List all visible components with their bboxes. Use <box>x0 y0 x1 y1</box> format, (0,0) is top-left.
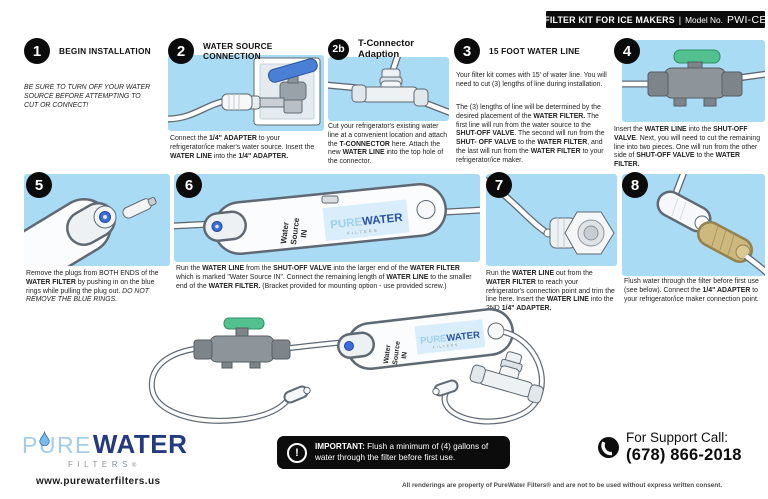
water-source-connection-illustration <box>165 55 324 136</box>
step-2-instructions: Connect the 1/4" ADAPTER to your refrige… <box>170 135 315 160</box>
step-4-number-badge: 4 <box>614 38 640 64</box>
support-call-label: For Support Call: <box>626 430 729 445</box>
plug-icon <box>122 196 157 219</box>
shut-off-valve-icon <box>267 58 318 114</box>
step-2b-number-badge: 2b <box>328 38 349 60</box>
svg-text:FILTERS: FILTERS <box>347 228 379 236</box>
logo-pure-text: PURE <box>22 432 92 458</box>
filter-label-in: IN <box>401 351 409 359</box>
step-1-number-badge: 1 <box>24 38 50 64</box>
support-phone-number: (678) 866-2018 <box>626 445 742 464</box>
t-connector-icon <box>351 68 429 107</box>
step-2-number-badge: 2 <box>168 38 194 64</box>
green-handle-icon <box>673 49 721 64</box>
quarter-inch-adapter-icon <box>549 211 615 255</box>
step-7-number-badge: 7 <box>486 172 512 198</box>
filter-label-water: Water <box>383 344 392 364</box>
website-url: www.purewaterfilters.us <box>36 476 161 487</box>
step-5-number-badge: 5 <box>26 172 52 198</box>
logo-filters-text: FILTERS® <box>68 460 137 469</box>
step-3-instructions-2: The (3) lengths of line will be determin… <box>456 104 605 164</box>
water-line-tube-icon <box>165 97 227 123</box>
step-3-title: 15 FOOT WATER LINE <box>489 46 581 56</box>
shut-off-valve-icon <box>193 317 291 369</box>
important-notice-text: IMPORTANT: Flush a minimum of (4) gallon… <box>315 441 489 462</box>
purewater-filters-logo: PURE WATER FILTERS® www.purewaterfilters… <box>22 429 238 487</box>
shut-off-valve-icon <box>647 49 743 107</box>
phone-icon <box>598 437 619 463</box>
svg-text:FILTERS: FILTERS <box>433 343 460 350</box>
logo-water-text: WATER <box>92 429 188 459</box>
water-line-loop-right-icon <box>432 329 545 425</box>
step-2-title: WATER SOURCE CONNECTION <box>203 41 273 61</box>
step-4-instructions: Insert the WATER LINE into the SHUT-OFF … <box>614 126 761 169</box>
filter-label-in: IN <box>299 229 309 238</box>
water-filter-icon: Water Source IN PUREWATER FILTERS <box>337 308 514 370</box>
blue-ring-icon <box>344 341 354 351</box>
blue-handle-icon <box>267 58 318 83</box>
step-6-instructions: Run the WATER LINE from the SHUT-OFF VAL… <box>176 265 472 290</box>
step-2b-instructions: Cut your refrigerator's existing water l… <box>328 123 448 166</box>
step-2b-title: T-Connector Adaption <box>358 38 414 60</box>
header-bar: FILTER KIT FOR ICE MAKERS | Model No. PW… <box>544 11 767 28</box>
step-2b: 2b T-Connector Adaption <box>325 38 453 165</box>
adapter-illustration <box>480 174 617 271</box>
green-handle-icon <box>223 317 265 330</box>
filter-brand-label: PUREWATER FILTERS <box>414 319 486 355</box>
support-contact: For Support Call: (678) 866-2018 <box>598 430 742 465</box>
step-1: 1 BEGIN INSTALLATION BE SURE TO TURN OFF… <box>24 38 164 109</box>
water-filter-icon: Water Source IN PUREWATER FILTERS <box>203 183 447 255</box>
kit-title: FILTER KIT FOR ICE MAKERS <box>544 14 675 25</box>
water-line-loop-left-icon <box>148 346 311 424</box>
water-drop-icon <box>39 431 50 451</box>
shut-off-valve-illustration <box>620 40 768 127</box>
assembled-kit-illustration: Water Source IN PUREWATER FILTERS <box>148 296 572 443</box>
step-5-instructions: Remove the plugs from BOTH ENDS of the W… <box>26 270 159 304</box>
step-3: 3 15 FOOT WATER LINE Your filter kit com… <box>454 38 611 164</box>
step-8-instructions: Flush water through the filter before fi… <box>624 278 759 303</box>
water-filter-illustration: Water Source IN PUREWATER FILTERS <box>171 174 483 267</box>
step-3-instructions-1: Your filter kit comes with 15' of water … <box>456 72 607 88</box>
copyright-fineprint: All renderings are property of PureWater… <box>402 482 723 489</box>
step-1-instructions: BE SURE TO TURN OFF YOUR WATER SOURCE BE… <box>24 84 151 109</box>
t-connector-illustration <box>325 53 453 126</box>
quarter-inch-adapter-icon <box>221 93 285 111</box>
model-number: PWI-CE <box>726 13 767 26</box>
t-connector-icon <box>469 351 544 404</box>
registered-mark: ® <box>131 463 137 469</box>
header-separator: | <box>678 14 682 25</box>
mounting-bracket-icon <box>321 195 339 204</box>
svg-text:PUREWATER: PUREWATER <box>420 330 481 347</box>
brass-adapter-illustration <box>622 170 768 281</box>
step-3-number-badge: 3 <box>454 38 480 64</box>
step-2: 2 WATER SOURCE CONNECTION <box>165 38 326 160</box>
water-line-tube-icon <box>620 70 768 88</box>
filter-label-source: Source <box>289 217 301 246</box>
step-1-title: BEGIN INSTALLATION <box>59 46 151 56</box>
brass-adapter-icon <box>697 221 753 263</box>
model-label: Model No. <box>685 14 723 25</box>
filter-brand-label: PUREWATER FILTERS <box>322 199 410 242</box>
important-notice: ! IMPORTANT: Flush a minimum of (4) gall… <box>277 436 510 469</box>
filter-label-source: Source <box>392 341 402 366</box>
exclamation-icon: ! <box>287 442 307 463</box>
step-6-number-badge: 6 <box>176 172 202 198</box>
svg-text:PUREWATER: PUREWATER <box>330 212 404 232</box>
step-8-number-badge: 8 <box>622 172 648 198</box>
filter-label-water: Water <box>279 221 291 244</box>
